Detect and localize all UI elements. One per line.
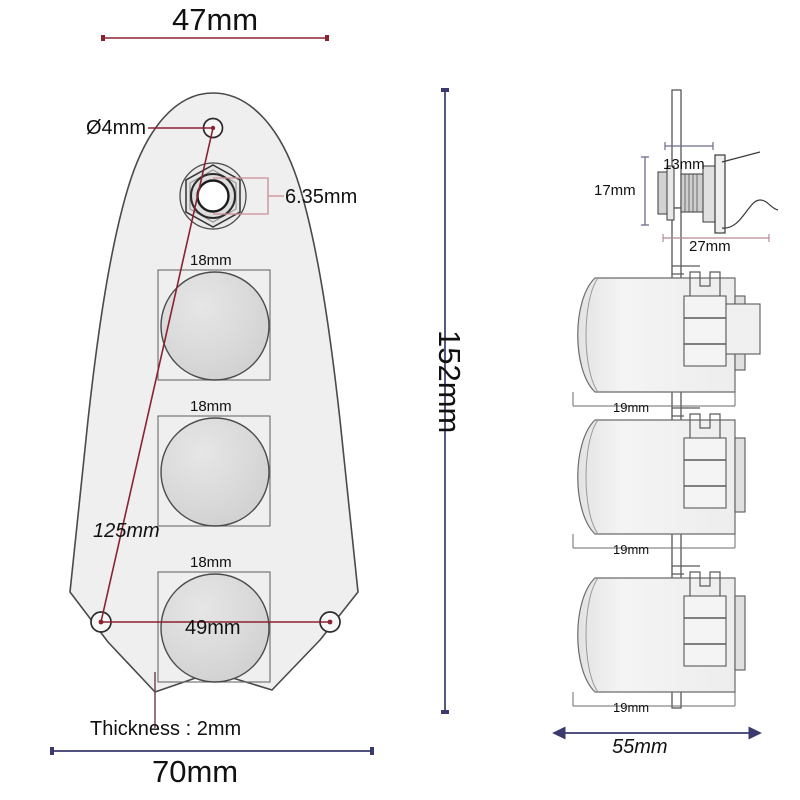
- front-dimension-lines: [98, 35, 333, 728]
- label-jack-hole-diameter: 6.35mm: [285, 186, 358, 208]
- knob-hole-group-2: [157, 415, 271, 527]
- jack-hex-nut-group: [179, 162, 247, 230]
- label-knob-hole-3: 18mm: [190, 554, 232, 571]
- jack-hole: [196, 179, 230, 213]
- label-plate-top-width: 47mm: [172, 2, 259, 37]
- knob-collar-2: [734, 437, 746, 513]
- output-jack-side-group: [657, 151, 779, 234]
- jack-terminal-upper: [721, 151, 761, 163]
- label-plate-bottom-width: 70mm: [152, 754, 239, 789]
- pot-lug-1: [725, 303, 761, 355]
- knob-hole-1: [160, 271, 270, 381]
- label-knob-width-3: 19mm: [613, 700, 650, 715]
- jack-hex-nut-inner-bevel: [189, 169, 237, 223]
- knob-side-group-3: [572, 565, 746, 707]
- knob-hole-group-1: [157, 269, 271, 381]
- label-assembly-depth: 55mm: [612, 736, 668, 758]
- knob-collar-3: [734, 595, 746, 671]
- knob-cap-seam-3: [585, 577, 599, 693]
- knob-cap-seam-2: [585, 419, 599, 535]
- label-plate-thickness: Thickness : 2mm: [90, 718, 242, 740]
- label-knob-width-2: 19mm: [613, 542, 650, 557]
- pot-tab-1: [689, 271, 721, 296]
- jack-nut-side-b: [666, 165, 675, 221]
- knob-side-group-1: [572, 265, 761, 407]
- knob-hole-2: [160, 417, 270, 527]
- jack-flange-side: [714, 154, 726, 234]
- label-knob-hole-1: 18mm: [190, 252, 232, 269]
- side-jack-dimension-lines: [641, 142, 770, 242]
- pot-wire-2: [671, 407, 700, 417]
- knob-hole-group-3: [157, 571, 271, 683]
- label-jack-length: 27mm: [689, 238, 731, 255]
- pot-shell-3: [683, 595, 727, 667]
- pot-shell-1: [683, 295, 727, 367]
- label-diagonal-distance: 125mm: [93, 520, 160, 542]
- label-knob-width-1: 19mm: [613, 400, 650, 415]
- label-jack-plate-offset: 13mm: [663, 156, 705, 173]
- knob-hole-3: [160, 573, 270, 683]
- pot-shell-2: [683, 437, 727, 509]
- label-plate-height: 152mm: [432, 330, 467, 434]
- knob-cap-seam-1: [585, 277, 599, 393]
- knob-side-group-2: [572, 407, 746, 549]
- jack-terminal-lower: [721, 199, 779, 229]
- jack-nut-side-a: [657, 171, 668, 215]
- pot-tab-3: [689, 571, 721, 596]
- label-screw-spacing: 49mm: [185, 617, 241, 639]
- jack-thread-barrel: [680, 173, 704, 213]
- label-screw-hole-diameter: Ø4mm: [86, 117, 146, 139]
- pot-tab-2: [689, 413, 721, 438]
- label-jack-height: 17mm: [594, 182, 636, 199]
- jack-body-side: [702, 165, 716, 223]
- pot-wire-1: [671, 265, 700, 275]
- dim-line-125mm: [100, 127, 214, 623]
- pot-wire-3: [671, 565, 700, 575]
- label-knob-hole-2: 18mm: [190, 398, 232, 415]
- blue-dimension-lines: [50, 88, 762, 755]
